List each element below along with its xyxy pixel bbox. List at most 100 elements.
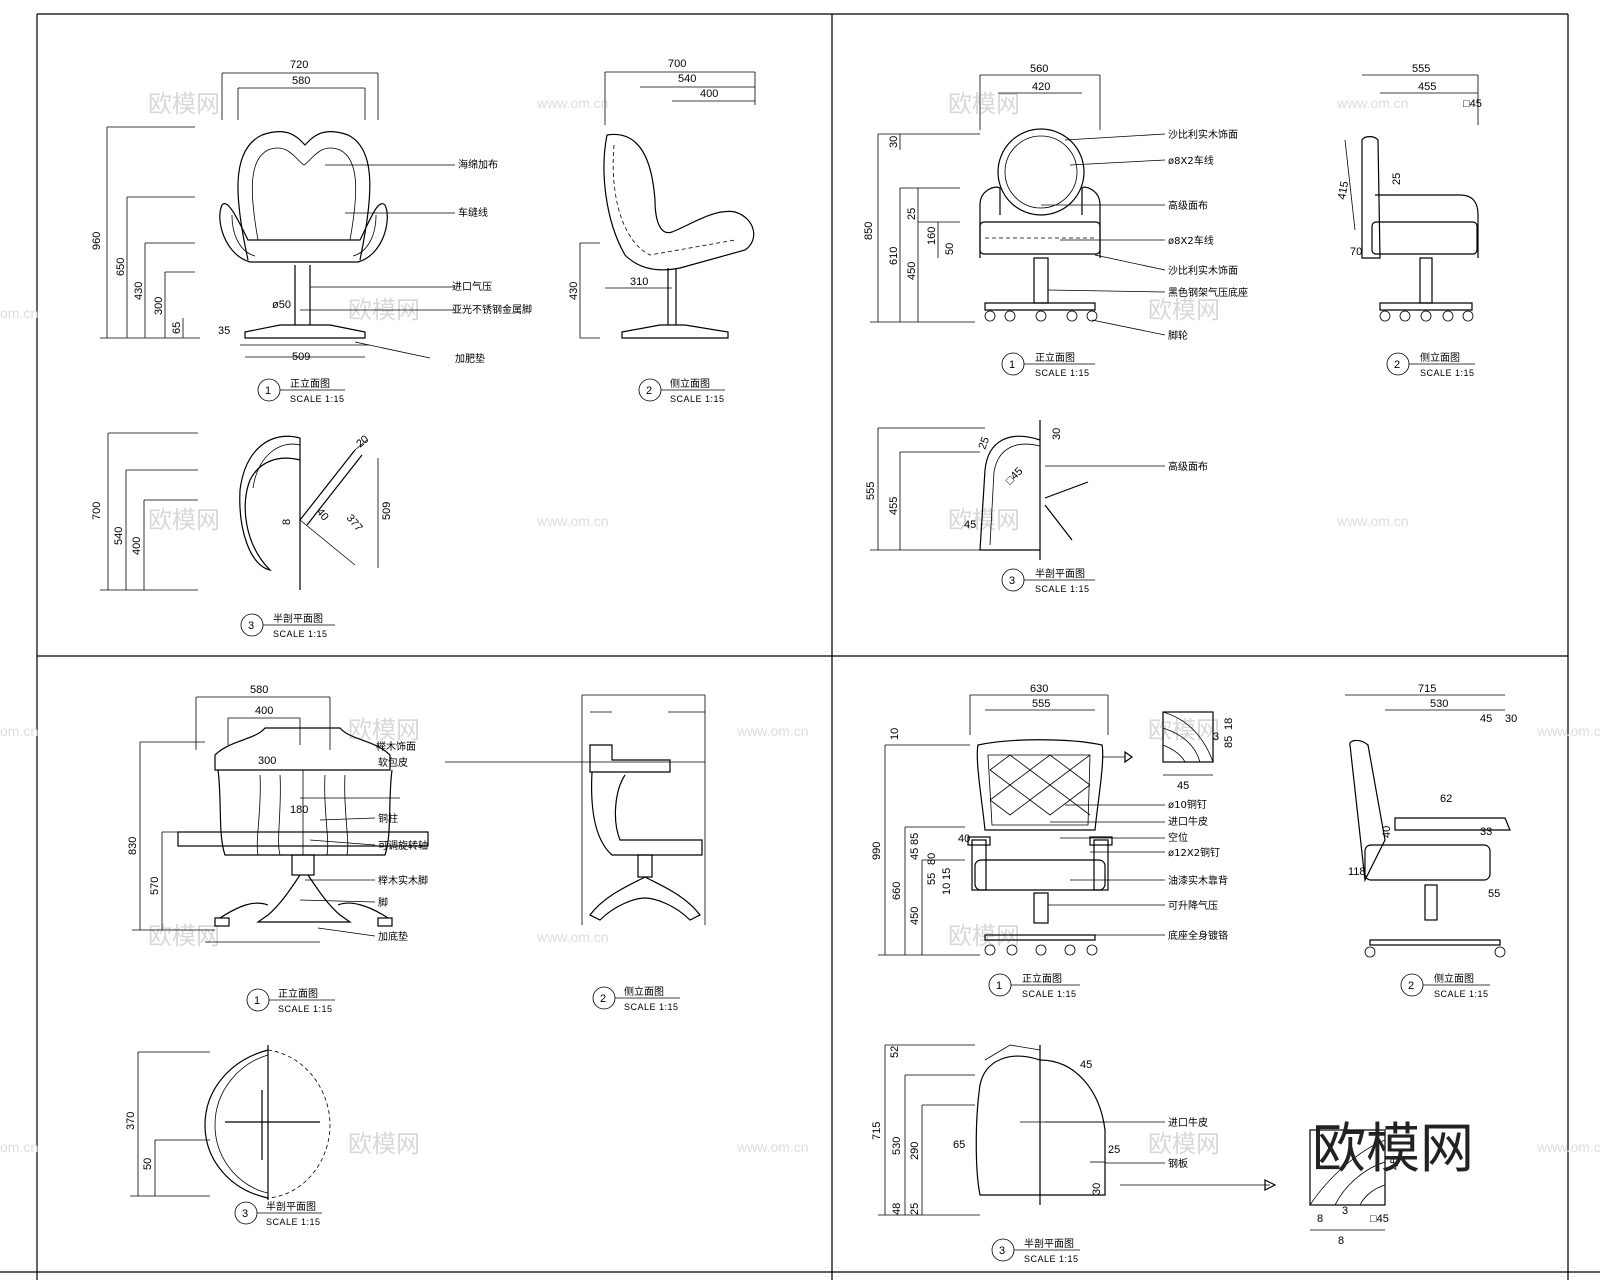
svg-text:半剖平面图: 半剖平面图 xyxy=(1035,567,1085,580)
dim-side-530: 530 xyxy=(1430,698,1448,710)
panel-swan-chair: 720 580 960 650 430 300 65 35 509 ø50 xyxy=(91,58,756,639)
svg-text:SCALE 1:15: SCALE 1:15 xyxy=(1035,368,1090,378)
front-elevation-drawing xyxy=(979,128,1101,322)
label-leather-plan: 进口牛皮 xyxy=(1168,1116,1208,1129)
dim-plan-290: 290 xyxy=(909,1142,921,1160)
dim-tuft-45v: 85 xyxy=(1223,736,1235,748)
watermark: 欧模网 xyxy=(948,922,1020,950)
dim-width-630: 630 xyxy=(1030,683,1048,695)
dim-detail-45: 8 xyxy=(1338,1235,1344,1247)
view-title-2: 2 侧立面图 SCALE 1:15 xyxy=(1386,351,1475,378)
dim-side-540: 540 xyxy=(678,73,696,85)
svg-text:3: 3 xyxy=(248,620,254,632)
view-title-2: 2 侧立面图 SCALE 1:15 xyxy=(638,377,725,404)
watermark-url: om.cn xyxy=(0,305,38,321)
watermark-url: www.om.cn xyxy=(536,95,609,111)
label-base: 黑色钢架气压底座 xyxy=(1168,286,1248,299)
panel-tufted-chair: 45 3 85 18 630 555 10 990 660 450 85 45 … xyxy=(871,683,1517,1264)
front-callouts: 榉木饰面 软包皮 铜柱 可调旋转轴 榉木实木脚 脚 加底垫 xyxy=(299,740,705,943)
watermark-url: om.cn xyxy=(0,1139,38,1155)
dim-side-33: 33 xyxy=(1480,826,1492,838)
dim-height-450: 450 xyxy=(906,262,918,280)
dim-side-55: 55 xyxy=(1488,888,1500,900)
front-elevation-drawing xyxy=(967,739,1134,956)
tuft-detail: 45 3 85 18 xyxy=(1162,711,1235,792)
dim-width-580: 580 xyxy=(250,684,268,696)
dim-15: 15 xyxy=(941,868,953,880)
dim-detail-3: 3 xyxy=(1342,1205,1348,1217)
svg-text:3: 3 xyxy=(999,1245,1005,1257)
dim-plan-455: 455 xyxy=(888,497,900,515)
dim-height-990: 990 xyxy=(871,842,883,860)
view-title-3: 3 半剖平面图 SCALE 1:15 xyxy=(991,1237,1080,1264)
svg-text:2: 2 xyxy=(600,993,606,1005)
dim-width-total: 720 xyxy=(290,59,308,71)
label-steel-base: 亚光不锈钢金属脚 xyxy=(452,303,532,316)
dim-55: 55 xyxy=(926,873,938,885)
label-veneer: 沙比利实木饰面 xyxy=(1168,128,1238,141)
svg-text:2: 2 xyxy=(1408,980,1414,992)
view-title-2: 2 侧立面图 SCALE 1:15 xyxy=(592,985,680,1012)
view-title-3: 3 半剖平面图 SCALE 1:15 xyxy=(1001,567,1095,594)
svg-text:半剖平面图: 半剖平面图 xyxy=(1024,1237,1074,1250)
dim-plan-40: 40 xyxy=(314,506,331,523)
brand-watermark: 欧模网 xyxy=(1312,1117,1474,1180)
dim-plan-52: 52 xyxy=(889,1046,901,1058)
dim-side-118: 118 xyxy=(1348,866,1366,878)
plan-drawing: 700 540 400 20 8 40 377 509 xyxy=(91,432,393,591)
svg-text:SCALE 1:15: SCALE 1:15 xyxy=(1420,368,1475,378)
dim-plan-700: 700 xyxy=(91,502,103,520)
label-foot: 脚 xyxy=(378,896,388,909)
label-copper-nail: ø10铜钉 xyxy=(1168,799,1207,811)
dim-35: 35 xyxy=(218,325,230,337)
dim-plan-400: 400 xyxy=(131,537,143,555)
svg-text:SCALE 1:15: SCALE 1:15 xyxy=(290,394,345,404)
dim-side-415: 415 xyxy=(1336,180,1351,200)
svg-text:2: 2 xyxy=(646,385,652,397)
dim-side-25: 25 xyxy=(1391,173,1403,185)
svg-text:半剖平面图: 半剖平面图 xyxy=(273,612,323,625)
sheet-frame xyxy=(0,13,1600,1280)
watermark: 欧模网 xyxy=(348,1130,420,1158)
dim-side-62: 62 xyxy=(1440,793,1452,805)
watermark: 欧模网 xyxy=(148,506,220,534)
dim-10: 10 xyxy=(889,728,901,740)
watermarks: 欧模网 欧模网 欧模网 欧模网 欧模网 欧模网 欧模网 欧模网 欧模网 欧模网 … xyxy=(0,90,1600,1158)
dim-40: 40 xyxy=(958,833,970,845)
svg-text:SCALE 1:15: SCALE 1:15 xyxy=(1024,1254,1079,1264)
watermark-url: www.om.cn xyxy=(1536,723,1600,739)
dim-width-inner: 580 xyxy=(292,75,310,87)
dim-side-715: 715 xyxy=(1418,683,1436,695)
dim-plan-25b: 25 xyxy=(909,1203,921,1215)
label-casters: 脚轮 xyxy=(1168,329,1188,342)
view-title-2: 2 侧立面图 SCALE 1:15 xyxy=(1400,972,1490,999)
dim-height-830: 830 xyxy=(127,837,139,855)
dim-tuft-3: 3 xyxy=(1213,731,1219,743)
label-leather: 进口牛皮 xyxy=(1168,815,1208,828)
label-veneer-2: 沙比利实木饰面 xyxy=(1168,264,1238,277)
dim-tuft-18: 18 xyxy=(1223,718,1235,730)
svg-text:3: 3 xyxy=(242,1208,248,1220)
dim-height-570: 570 xyxy=(149,877,161,895)
label-gas-lift: 进口气压 xyxy=(452,280,492,293)
front-elevation-drawing xyxy=(219,131,388,346)
dim-plan-8: 8 xyxy=(281,519,293,525)
dim-45: 85 xyxy=(909,833,921,845)
side-elevation-drawing: 555 455 □45 415 25 70 xyxy=(1336,63,1482,322)
dim-side-310: 310 xyxy=(630,276,648,288)
watermark: 欧模网 xyxy=(948,90,1020,118)
side-elevation-drawing: 715 530 45 30 62 40 33 118 55 xyxy=(1345,683,1517,958)
view-title-1: 1 正立面图 SCALE 1:15 xyxy=(988,972,1080,999)
panel-wood-swivel-chair: 580 400 300 180 830 570 榉木饰面 软包皮 铜柱 可调旋转… xyxy=(125,684,706,1227)
dim-plan-48: 48 xyxy=(891,1203,903,1215)
svg-text:正立面图: 正立面图 xyxy=(290,377,330,390)
dim-base-509: 509 xyxy=(292,351,310,363)
svg-text:1: 1 xyxy=(265,385,271,397)
svg-text:侧立面图: 侧立面图 xyxy=(624,985,664,998)
watermark: 欧模网 xyxy=(1148,296,1220,324)
view-title-1: 1 正立面图 SCALE 1:15 xyxy=(246,987,335,1014)
dim-side-45: □45 xyxy=(1463,98,1482,110)
dim-85: 45 xyxy=(909,848,921,860)
svg-text:SCALE 1:15: SCALE 1:15 xyxy=(1022,989,1077,999)
